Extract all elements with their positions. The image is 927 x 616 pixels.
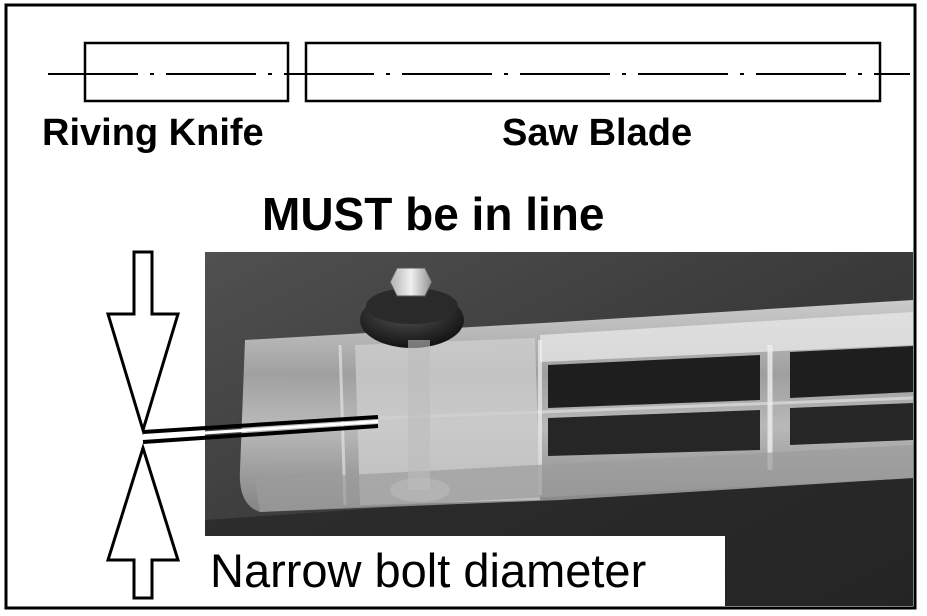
riving-knife-label: Riving Knife: [42, 112, 264, 154]
pointer-line-upper: [142, 415, 379, 434]
nut-icon: [389, 267, 433, 297]
guard-window-right: [790, 346, 913, 398]
pointer-line-gap: [142, 420, 379, 439]
guard-upper-rail: [540, 312, 913, 362]
caption-label: Narrow bolt diameter: [210, 544, 646, 597]
riving-knife-outline: [83, 41, 290, 103]
pointer-line-lower: [142, 424, 379, 444]
headline: MUST be in line: [262, 188, 604, 240]
clamp-block: [355, 338, 540, 505]
saw-blade-outline: [304, 41, 882, 103]
arrow-down-icon: [105, 250, 181, 436]
bolt-shaft: [408, 340, 430, 490]
caption-box: [205, 536, 725, 606]
saw-blade-label: Saw Blade: [502, 112, 692, 154]
guard-window-lower-right: [790, 403, 913, 445]
guard-window-left: [548, 355, 760, 408]
alignment-schematic: [48, 41, 910, 103]
arrow-up-icon: [105, 442, 181, 600]
guard-window-lower: [548, 410, 760, 456]
knob-top: [366, 288, 458, 324]
